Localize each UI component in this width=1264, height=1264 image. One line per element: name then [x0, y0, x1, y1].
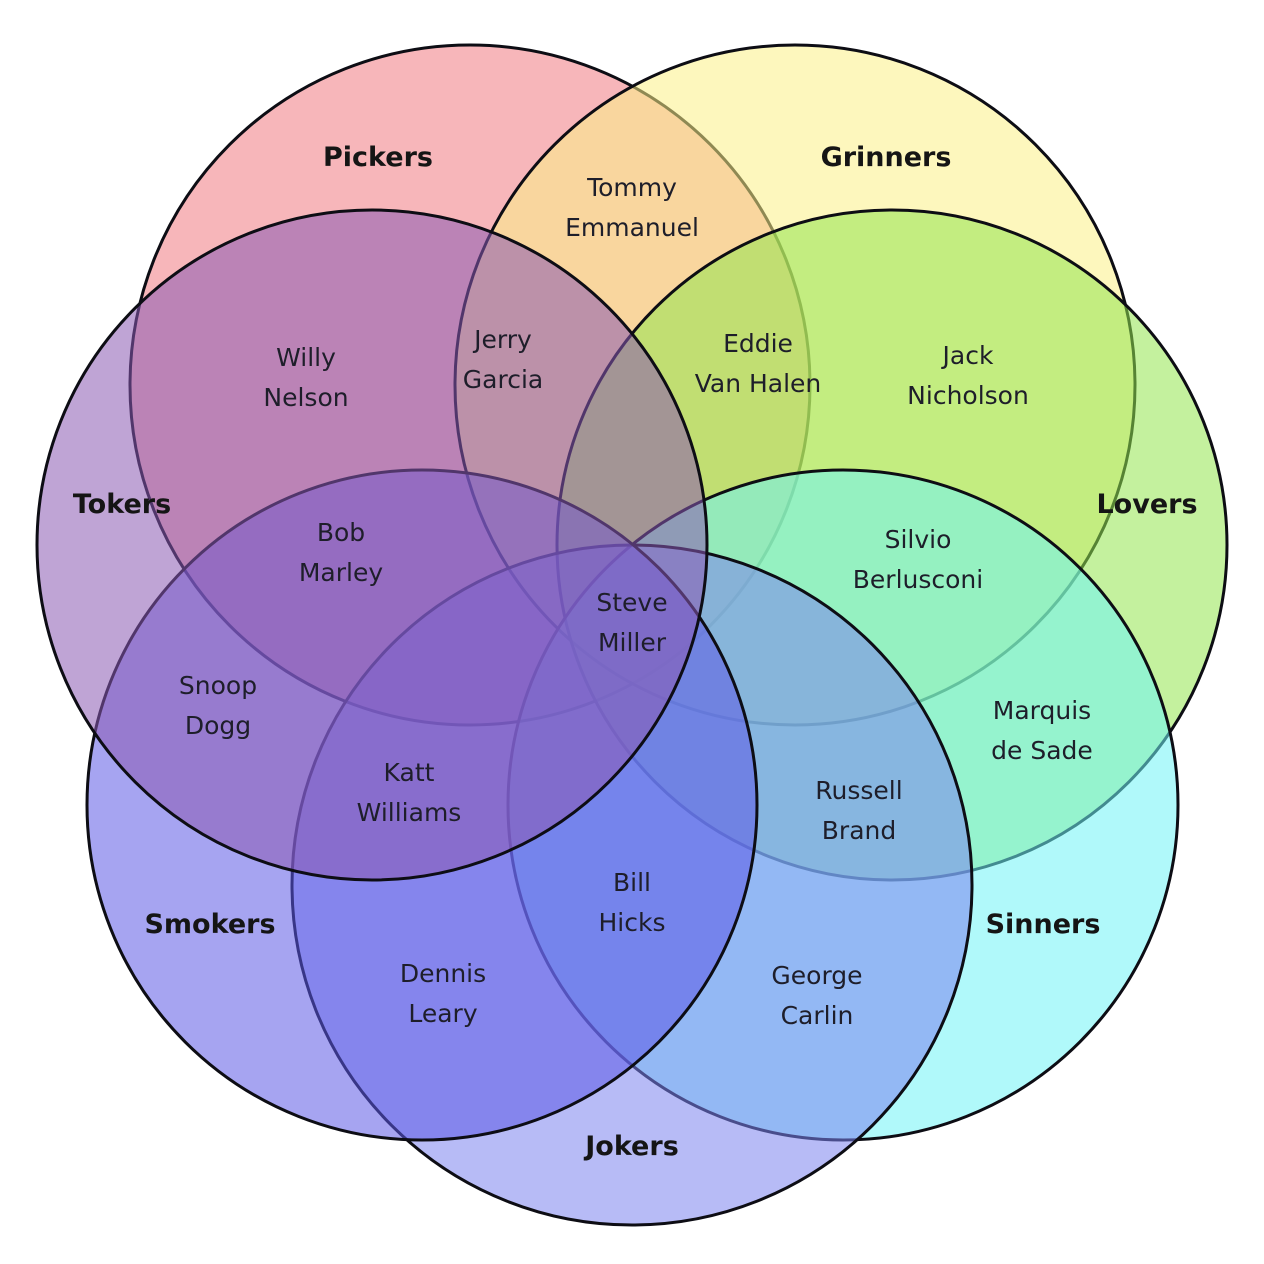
member-line: Willy: [276, 343, 336, 372]
member-line: Miller: [598, 628, 667, 657]
member-line: Snoop: [179, 671, 257, 700]
set-label-sinners: Sinners: [986, 909, 1101, 940]
set-label-jokers: Jokers: [583, 1131, 679, 1162]
set-label-grinners: Grinners: [821, 142, 952, 173]
member-line: Leary: [408, 999, 477, 1028]
member-line: Carlin: [781, 1001, 854, 1030]
member-line: Williams: [357, 798, 462, 827]
member-line: de Sade: [991, 736, 1093, 765]
circle-tokers: [35, 208, 709, 882]
member-line: Marquis: [993, 696, 1091, 725]
set-label-lovers: Lovers: [1096, 489, 1197, 520]
member-line: Silvio: [885, 525, 952, 554]
set-label-tokers: Tokers: [73, 489, 171, 520]
member-line: Emmanuel: [565, 213, 699, 242]
set-label-pickers: Pickers: [323, 142, 433, 173]
member-line: Nelson: [263, 383, 348, 412]
member-line: Marley: [299, 558, 383, 587]
member-line: Garcia: [463, 365, 543, 394]
member-line: Jack: [941, 341, 994, 370]
member-line: Nicholson: [907, 381, 1029, 410]
member-line: Steve: [596, 588, 667, 617]
member-line: Dennis: [400, 959, 486, 988]
member-line: Hicks: [599, 908, 666, 937]
member-line: Bob: [317, 518, 365, 547]
member-marquis-de-sade: Marquis de Sade: [991, 696, 1093, 765]
set-label-smokers: Smokers: [144, 909, 275, 940]
member-line: Bill: [613, 868, 651, 897]
member-line: Brand: [822, 816, 896, 845]
set-circles: [35, 43, 1229, 1227]
member-line: Jerry: [472, 325, 532, 354]
member-line: Dogg: [185, 711, 251, 740]
member-line: Van Halen: [695, 369, 822, 398]
member-line: Tommy: [586, 173, 677, 202]
member-line: George: [771, 961, 862, 990]
member-line: Katt: [384, 758, 435, 787]
member-line: Russell: [815, 776, 902, 805]
member-line: Eddie: [723, 329, 793, 358]
member-line: Berlusconi: [853, 565, 983, 594]
